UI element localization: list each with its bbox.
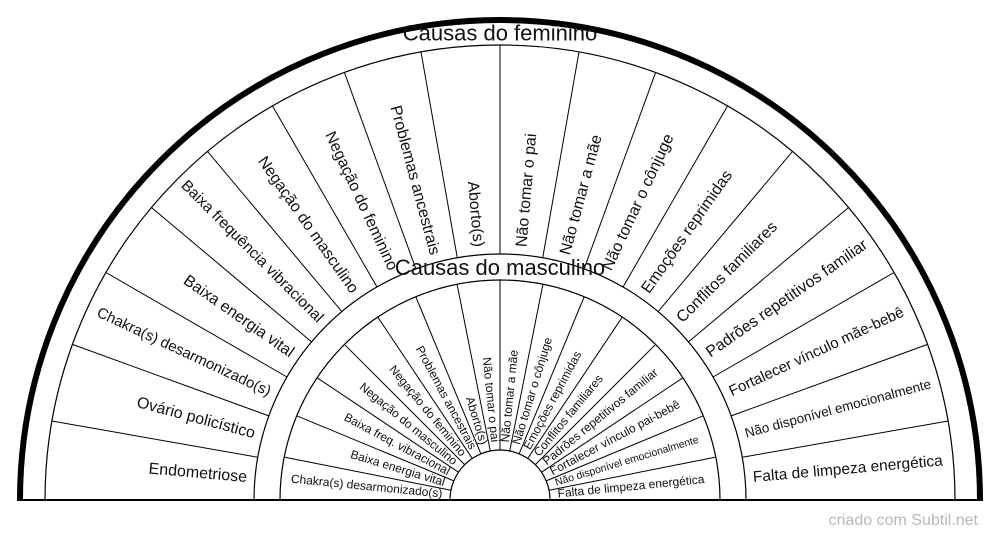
- outer-divider: [105, 272, 288, 378]
- inner-divider: [535, 344, 656, 465]
- outer-divider: [730, 343, 928, 417]
- inner-divider: [456, 284, 491, 452]
- outer-sector-label-1: Endometriose: [148, 461, 248, 487]
- inner-divider: [377, 316, 473, 459]
- inner-divider: [527, 316, 623, 459]
- outer-divider: [420, 51, 458, 258]
- inner-sector-labels: Chakra(s) desarmonizado(s)Baixa energia …: [290, 335, 705, 500]
- chart-rings: [17, 17, 983, 501]
- outer-divider: [207, 151, 343, 312]
- outer-sector-label-17: Não disponível emocionalmente: [743, 376, 932, 440]
- inner-divider: [509, 284, 544, 452]
- inner-divider: [546, 415, 704, 482]
- inner-divider: [548, 456, 716, 491]
- outer-divider: [51, 420, 258, 458]
- inner-divider: [344, 344, 465, 465]
- inner-divider: [415, 296, 482, 454]
- outer-divider: [151, 207, 312, 343]
- outer-sector-label-5: Baixa frequência vibracional: [178, 177, 327, 326]
- outer-sector-label-10: Não tomar o pai: [513, 133, 540, 248]
- outer-divider: [583, 72, 657, 270]
- outer-sector-label-9: Aborto(s): [464, 181, 487, 248]
- outer-divider: [542, 51, 580, 258]
- inner-divider: [518, 296, 585, 454]
- outer-divider: [688, 207, 849, 343]
- outer-divider: [72, 343, 270, 417]
- outer-sector-label-2: Ovário policístico: [135, 394, 257, 442]
- outer-border-arc: [17, 17, 983, 501]
- outer-sector-label-18: Falta de limpeza energética: [752, 452, 944, 486]
- sector-dividers: [51, 45, 949, 491]
- ring-arc-3: [449, 449, 551, 501]
- inner-divider: [541, 377, 684, 473]
- inner-divider: [316, 377, 459, 473]
- credit-text: criado com Subtil.net: [828, 512, 978, 529]
- inner-divider: [296, 415, 454, 482]
- outer-ring-title: Causas do feminino: [403, 21, 597, 46]
- outer-divider: [657, 151, 793, 312]
- outer-divider: [272, 105, 378, 288]
- inner-divider: [284, 456, 452, 491]
- outer-divider: [343, 72, 417, 270]
- outer-divider: [742, 420, 949, 458]
- outer-sector-label-11: Não tomar a mãe: [557, 133, 605, 257]
- outer-divider: [712, 272, 895, 378]
- inner-ring-title: Causas do masculino: [395, 255, 605, 280]
- outer-divider: [622, 105, 728, 288]
